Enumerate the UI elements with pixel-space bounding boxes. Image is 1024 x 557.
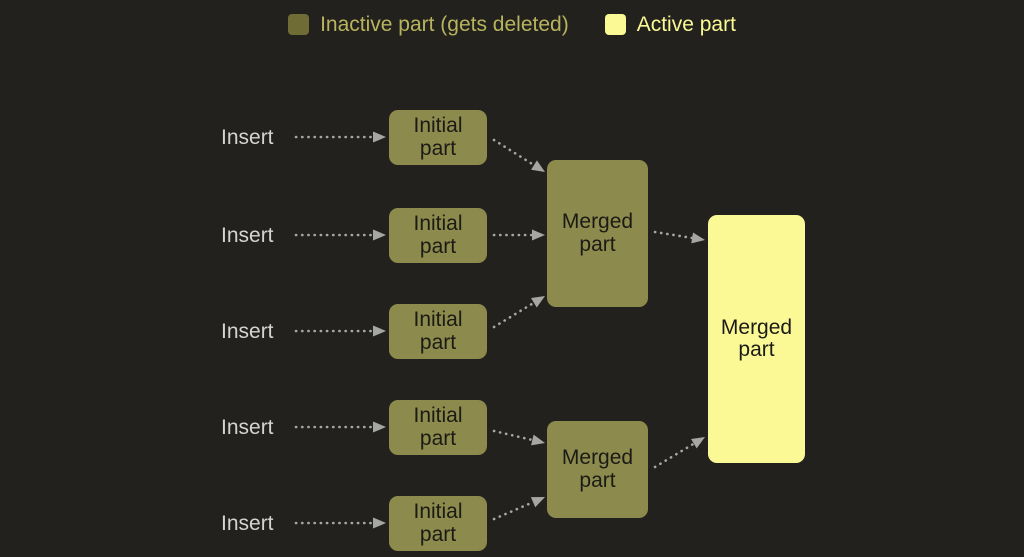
arrow-head-icon — [691, 437, 705, 449]
inactive-swatch-icon — [288, 13, 310, 35]
node-initial-4: Initial part — [389, 400, 487, 455]
arrow-shaft — [492, 429, 534, 442]
arrow-shaft — [653, 442, 696, 469]
arrow-insert-2-to-initial-2 — [294, 229, 386, 241]
legend-item-inactive: Inactive part (gets deleted) — [288, 12, 569, 36]
node-label: Initial part — [413, 212, 463, 258]
arrow-shaft — [492, 138, 536, 167]
active-swatch-icon — [604, 13, 626, 35]
legend: Inactive part (gets deleted) Active part — [0, 0, 1024, 48]
node-initial-2: Initial part — [389, 208, 487, 263]
arrow-insert-3-to-initial-3 — [294, 325, 386, 337]
arrow-head-icon — [532, 229, 545, 241]
insert-label-4: Insert — [221, 416, 274, 439]
arrow-head-icon — [373, 421, 386, 433]
arrow-merged-2-to-final-1 — [653, 437, 705, 469]
arrow-head-icon — [531, 296, 545, 308]
arrow-initial-1-to-merged-1 — [492, 138, 545, 172]
arrow-insert-5-to-initial-5 — [294, 517, 386, 529]
arrow-insert-4-to-initial-4 — [294, 421, 386, 433]
arrow-initial-5-to-merged-2 — [492, 497, 545, 521]
insert-label-2: Insert — [221, 224, 274, 247]
node-initial-5: Initial part — [389, 496, 487, 551]
arrow-head-icon — [531, 160, 545, 172]
node-final-1: Merged part — [708, 215, 805, 463]
node-label: Initial part — [413, 500, 463, 546]
arrow-shaft — [653, 230, 694, 240]
node-label: Initial part — [413, 308, 463, 354]
arrow-insert-1-to-initial-1 — [294, 131, 386, 143]
arrow-initial-3-to-merged-1 — [492, 296, 545, 329]
legend-label-active: Active part — [636, 12, 736, 36]
arrow-head-icon — [373, 517, 386, 529]
arrow-head-icon — [373, 325, 386, 337]
node-label: Initial part — [413, 404, 463, 450]
node-initial-1: Initial part — [389, 110, 487, 165]
node-merged-2: Merged part — [547, 421, 648, 518]
arrow-merged-1-to-final-1 — [653, 230, 705, 244]
arrow-head-icon — [530, 497, 545, 508]
node-label: Merged part — [561, 446, 634, 492]
arrow-shaft — [492, 301, 536, 329]
arrow-head-icon — [531, 434, 545, 446]
node-merged-1: Merged part — [547, 160, 648, 307]
insert-label-1: Insert — [221, 126, 274, 149]
insert-label-3: Insert — [221, 320, 274, 343]
arrow-shaft — [492, 500, 535, 521]
legend-item-active: Active part — [604, 12, 736, 36]
node-label: Merged part — [720, 315, 793, 361]
legend-label-inactive: Inactive part (gets deleted) — [320, 12, 569, 36]
arrow-initial-4-to-merged-2 — [492, 429, 545, 446]
node-initial-3: Initial part — [389, 304, 487, 359]
arrow-head-icon — [691, 232, 705, 244]
arrow-head-icon — [373, 229, 386, 241]
node-label: Merged part — [561, 210, 634, 256]
arrow-head-icon — [373, 131, 386, 143]
insert-label-5: Insert — [221, 512, 274, 535]
node-label: Initial part — [413, 114, 463, 160]
arrow-initial-2-to-merged-1 — [492, 229, 545, 241]
